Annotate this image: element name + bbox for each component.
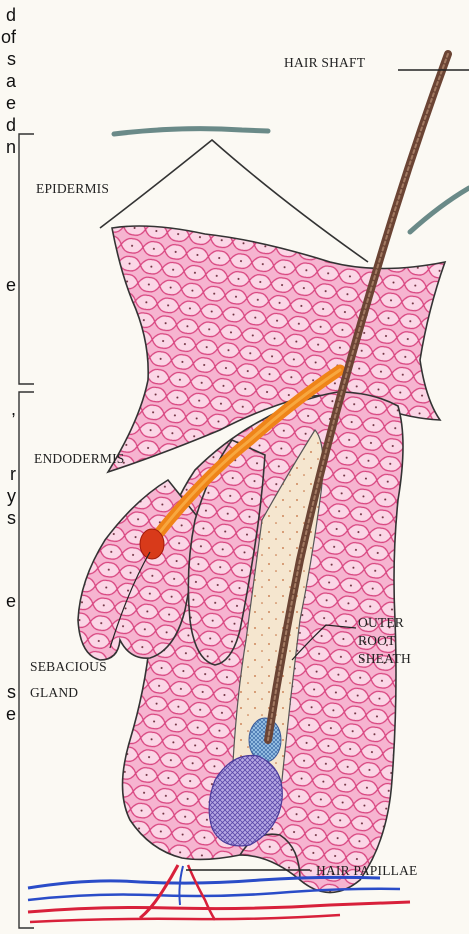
outer-root-sheath-label-3: SHEATH [358, 650, 411, 667]
outer-root-sheath-label-2: ROOT [358, 632, 396, 649]
outer-root-sheath-label-1: OUTER [358, 614, 404, 631]
skin-surface-line [114, 129, 268, 134]
endodermis-label: ENDODERMIS [34, 450, 125, 467]
sebacious-gland-label-1: SEBACIOUS [30, 658, 107, 675]
hair-shaft-label: HAIR SHAFT [284, 54, 365, 71]
hair-papillae-label: HAIR PAPILLAE [316, 862, 417, 879]
epidermis-label: EPIDERMIS [36, 180, 109, 197]
sebaceous-gland-dot [140, 529, 164, 559]
epidermis-bracket [19, 134, 34, 384]
skin-surface-line-right [410, 188, 469, 232]
sebacious-gland-label-2: GLAND [30, 684, 78, 701]
